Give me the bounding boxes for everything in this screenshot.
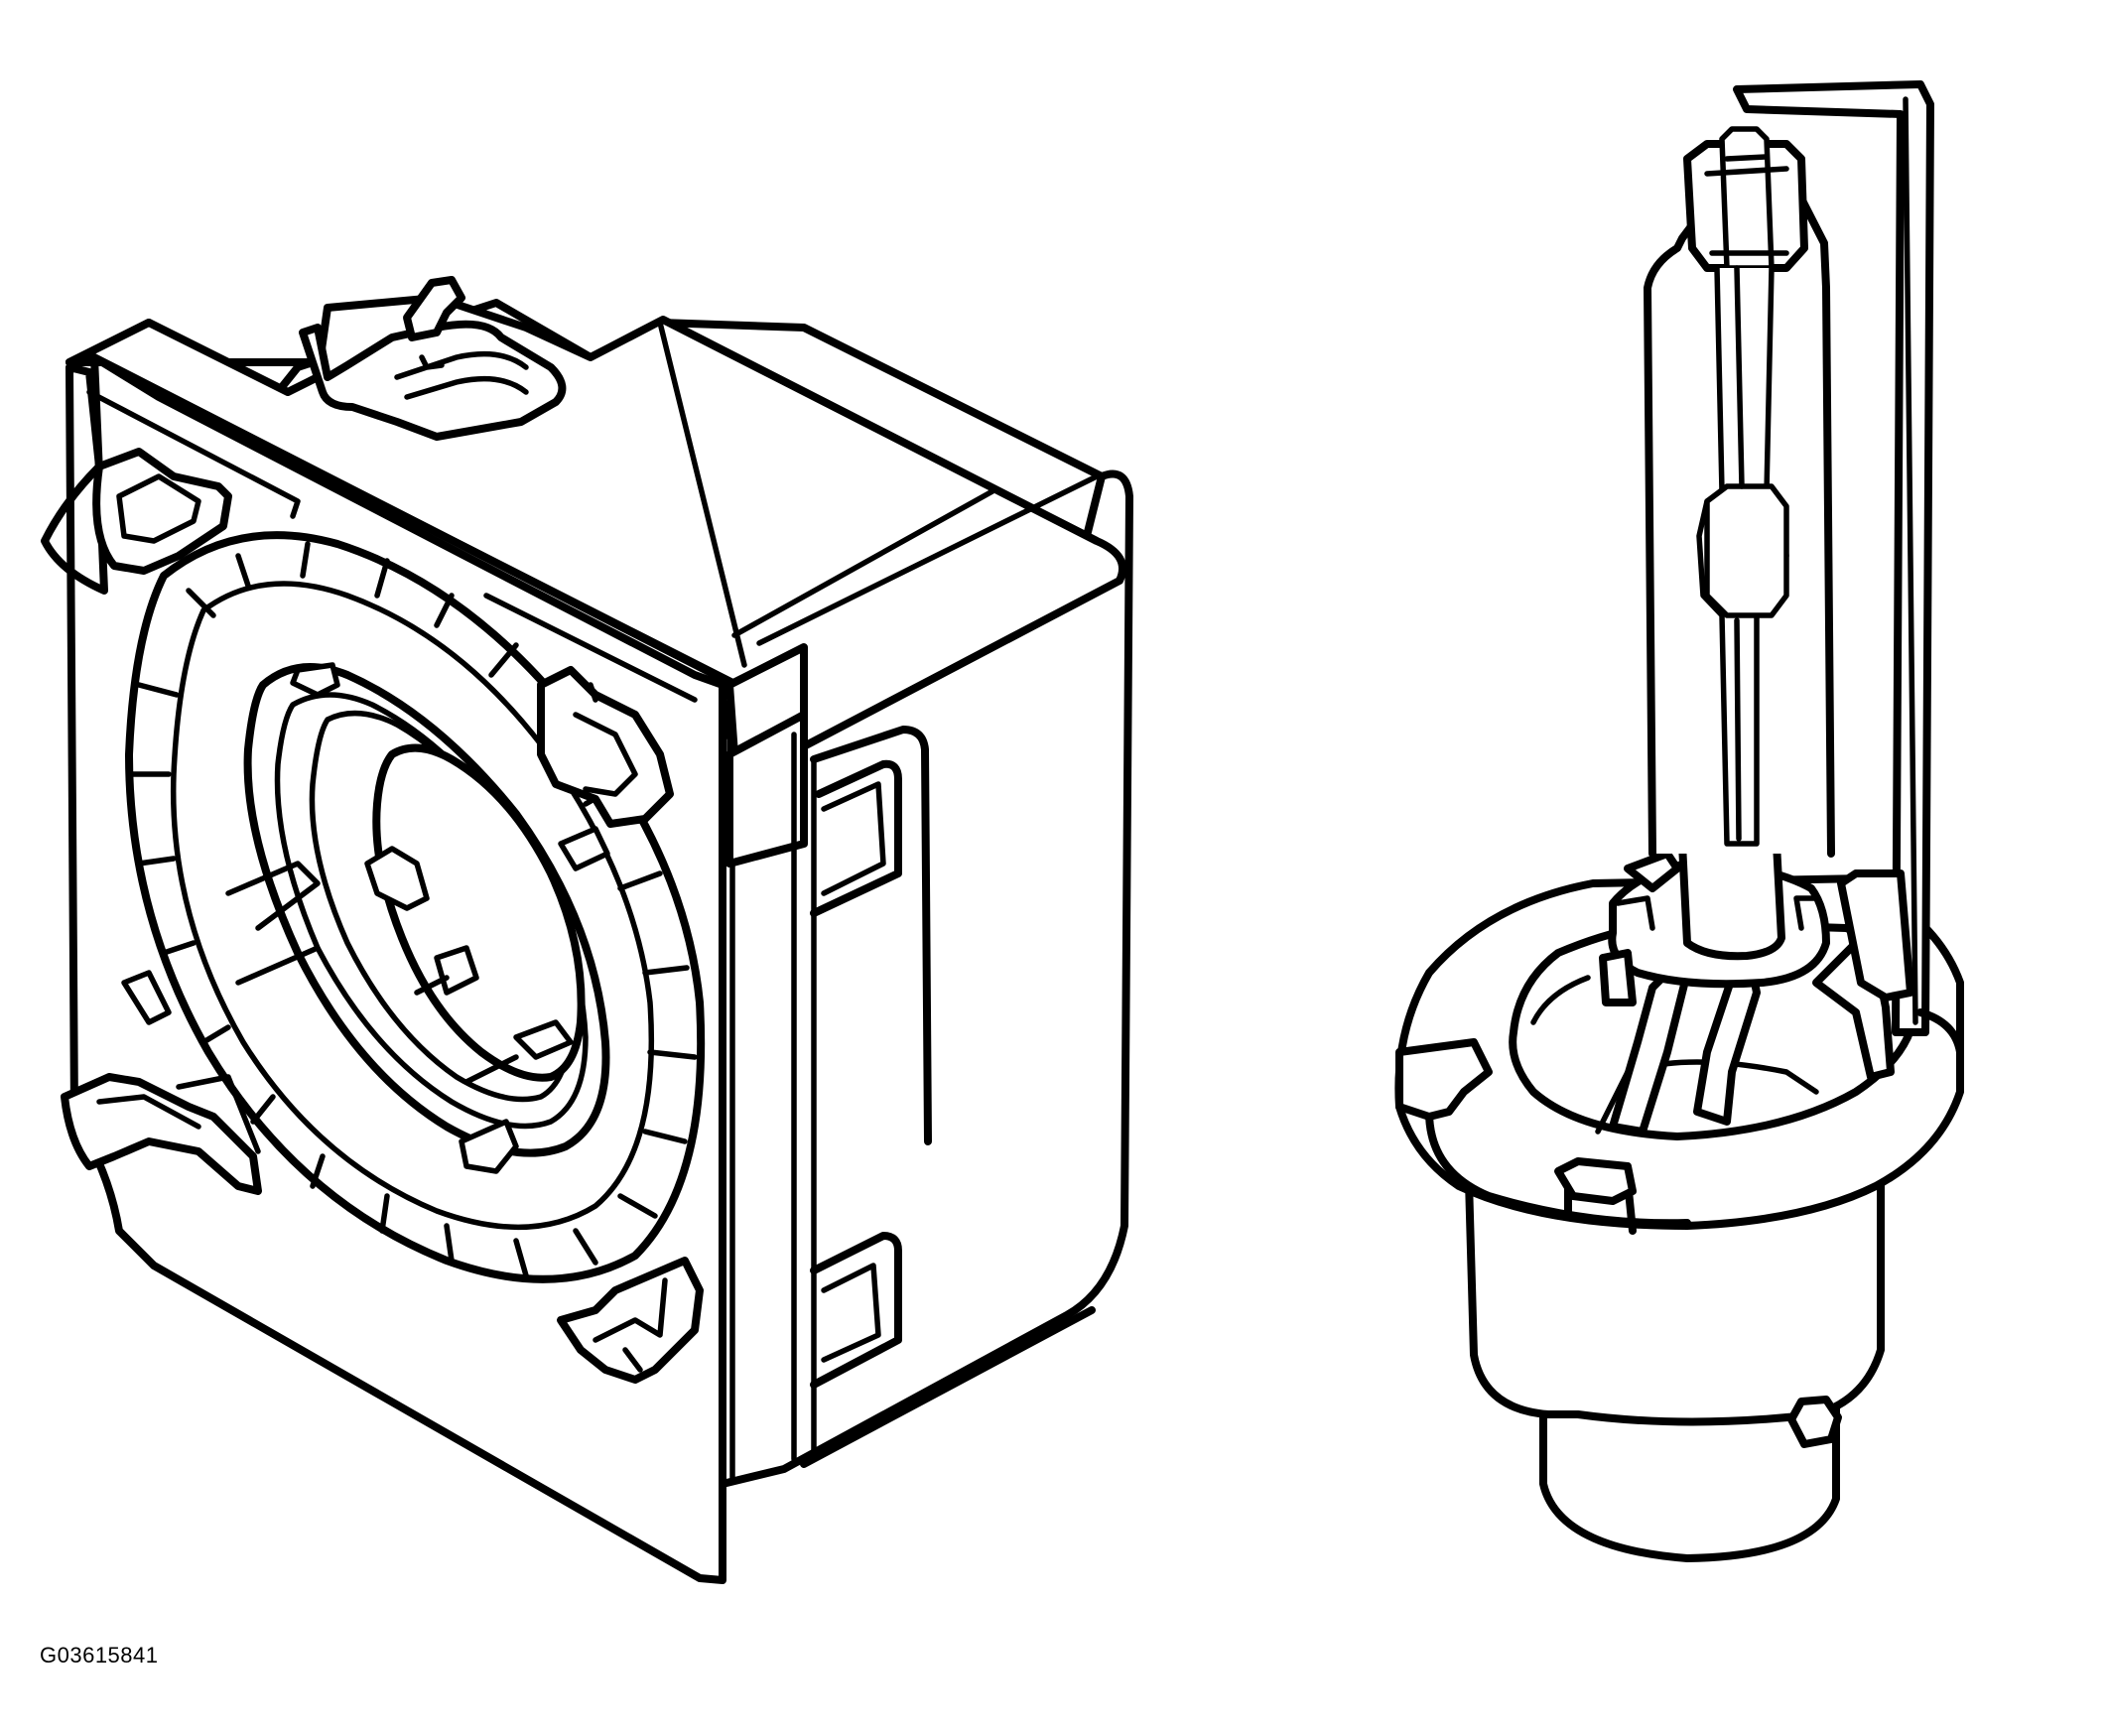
side-window-lower-inner xyxy=(821,1263,881,1363)
collar-tab-left xyxy=(1599,949,1637,1006)
igniter-socket-housing xyxy=(41,276,1133,1584)
lug-right-upper-detail xyxy=(573,682,638,797)
side-window-lower xyxy=(810,1232,902,1389)
top-latch-tab xyxy=(403,276,465,341)
ring-segment-ticks xyxy=(129,541,698,1278)
side-bottom-edge xyxy=(800,1306,1096,1468)
side-window-upper xyxy=(810,726,932,1145)
housing-front-edge-block-2 xyxy=(725,711,808,868)
side-face-vertical-edge xyxy=(729,732,797,1482)
return-wire-edge xyxy=(1903,96,1918,1025)
burner-tip-cap xyxy=(1704,154,1789,256)
locating-nub xyxy=(1787,1396,1842,1448)
bulb-base-lower-cylinder xyxy=(1539,1386,1840,1562)
figure-id-label: G03615841 xyxy=(40,1643,159,1668)
socket-contact-mid xyxy=(364,846,430,911)
collar-tab-left-upper xyxy=(1624,850,1681,892)
arc-chamber xyxy=(1704,483,1789,618)
flange-key-tab xyxy=(1395,1038,1493,1121)
front-clip-right xyxy=(558,826,610,871)
flange-front-tab xyxy=(1554,1157,1637,1205)
lug-right-lower-detail xyxy=(593,1277,668,1373)
socket-contact-bottom xyxy=(513,1019,574,1060)
collar-notches xyxy=(1615,895,1819,931)
lug-upper-left xyxy=(92,448,232,575)
lug-lower-left xyxy=(61,1073,262,1195)
lug-upper-left-detail xyxy=(116,473,201,544)
socket-contact-top xyxy=(290,662,340,698)
top-rail xyxy=(86,320,1100,787)
socket-inner-lines xyxy=(225,861,519,1085)
side-window-upper-inner xyxy=(811,756,886,1462)
socket-contact-base xyxy=(459,1119,519,1174)
flange-right-edge xyxy=(1916,1008,1964,1056)
front-clip-left xyxy=(121,970,172,1025)
burner-tip xyxy=(1719,126,1775,271)
return-wire xyxy=(1733,80,1934,1036)
top-latch-detail xyxy=(394,350,529,400)
xenon-bulb xyxy=(1394,80,1964,1562)
support-post xyxy=(1837,869,1914,1002)
lug-lower-left-detail xyxy=(96,1074,261,1154)
arc-tube-lines xyxy=(1734,265,1745,842)
